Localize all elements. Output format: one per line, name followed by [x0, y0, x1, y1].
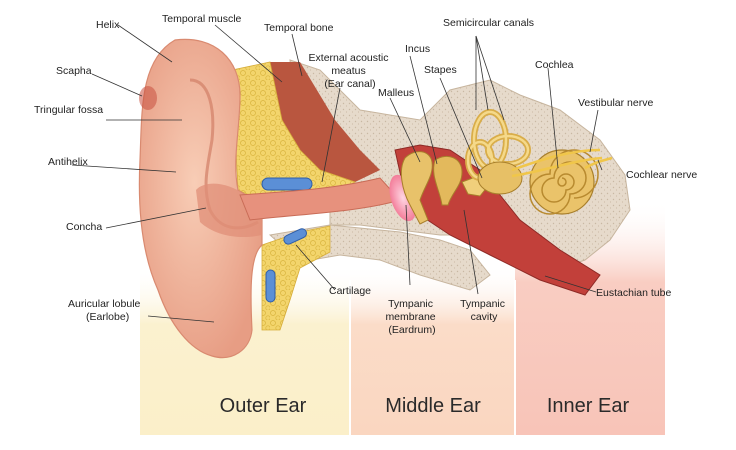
- temporal-muscle: [270, 62, 380, 182]
- label-stapes: Stapes: [424, 64, 457, 76]
- zone-label-outer: Outer Ear: [220, 395, 307, 417]
- label-cartilage: Cartilage: [329, 285, 371, 297]
- label-vestibular-nerve: Vestibular nerve: [578, 97, 653, 109]
- vestibule: [477, 161, 523, 195]
- nerves: [511, 148, 613, 178]
- label-cochlear-nerve: Cochlear nerve: [626, 169, 697, 181]
- label-auricular-lobule: Auricular lobule (Earlobe): [68, 298, 143, 323]
- label-cochlea: Cochlea: [535, 59, 574, 71]
- scapha-highlight: [139, 86, 157, 110]
- label-eustachian-tube: Eustachian tube: [596, 287, 671, 299]
- label-concha: Concha: [66, 221, 102, 233]
- malleus-shape: [400, 151, 433, 225]
- blood-vessel-lower-2: [265, 269, 276, 303]
- blood-vessel-upper: [261, 177, 313, 191]
- zone-label-middle: Middle Ear: [385, 395, 481, 417]
- label-semicircular-canals: Semicircular canals: [443, 17, 534, 29]
- cochlea-shape: [529, 149, 599, 215]
- label-antihelix: Antihelix: [48, 156, 88, 168]
- lower-fat-layer: [261, 225, 331, 331]
- label-helix: Helix: [96, 19, 120, 31]
- label-temporal-bone: Temporal bone: [264, 22, 334, 34]
- label-incus: Incus: [405, 43, 430, 55]
- label-temporal-muscle: Temporal muscle: [162, 13, 242, 25]
- incus-shape: [433, 156, 463, 206]
- label-triangular-fossa: Tringular fossa: [34, 104, 103, 116]
- label-tympanic-cavity: Tympanic cavity: [460, 298, 508, 323]
- label-tympanic-membrane: Tympanic membrane (Eardrum): [385, 298, 438, 336]
- label-external-meatus: External acoustic meatus (Ear canal): [309, 52, 392, 90]
- label-malleus: Malleus: [378, 87, 414, 99]
- zone-label-inner: Inner Ear: [547, 395, 630, 417]
- leader-lines: [71, 24, 603, 323]
- label-scapha: Scapha: [56, 65, 92, 77]
- middle-ear-zone: [350, 265, 515, 435]
- blood-vessel-lower-1: [283, 228, 308, 245]
